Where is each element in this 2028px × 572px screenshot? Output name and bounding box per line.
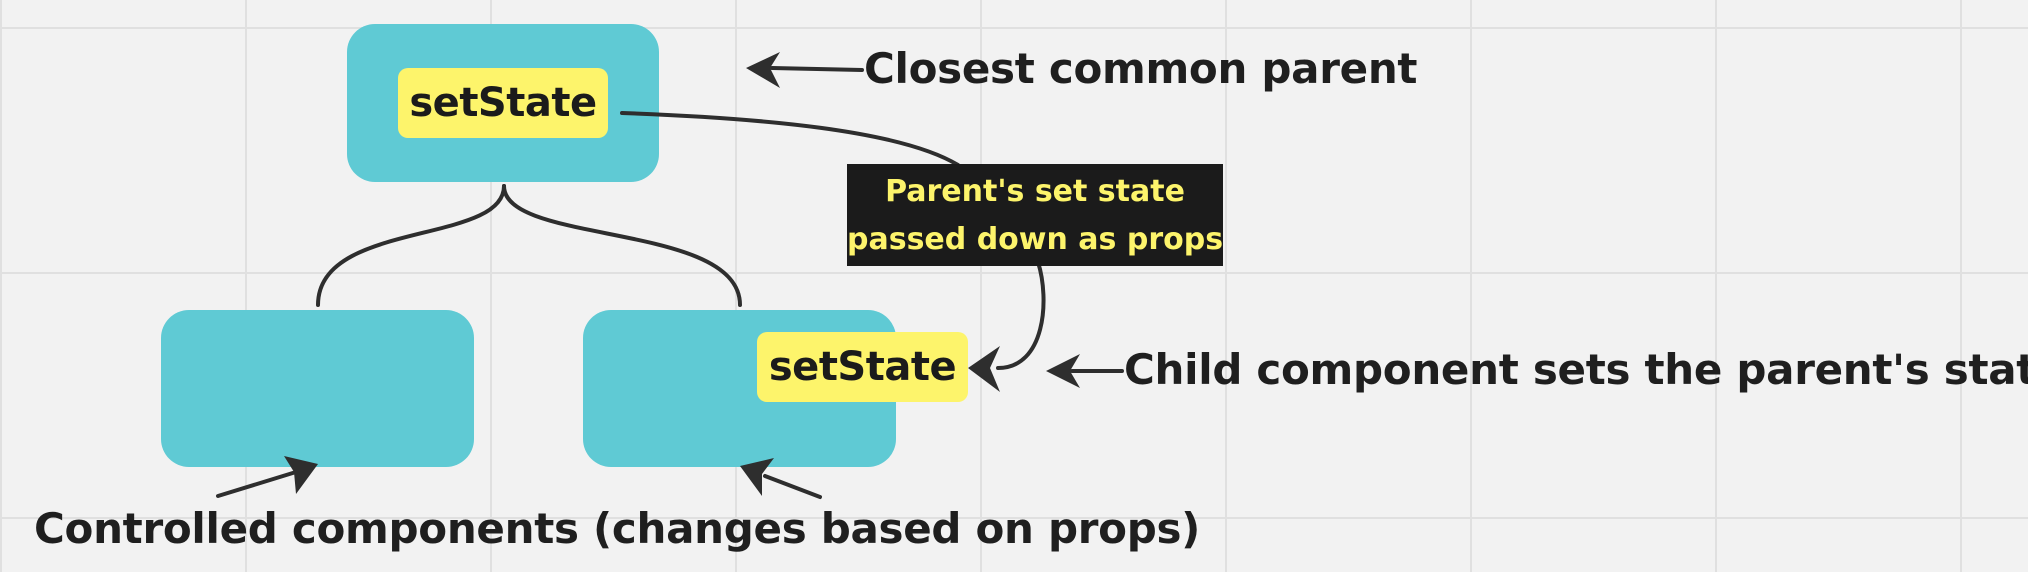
left-controlled-arrow-line (216, 470, 298, 498)
controlled-components-label: Controlled components (changes based on … (34, 504, 1201, 553)
child-sets-state-label: Child component sets the parent's state (1124, 345, 2028, 394)
parent-setstate-chip: setState (398, 68, 608, 138)
closest-parent-label: Closest common parent (864, 44, 1418, 93)
right-controlled-arrowhead (740, 458, 774, 496)
child-setstate-chip: setState (757, 332, 968, 402)
props-arrowhead (968, 346, 1000, 392)
child-sets-state-arrowhead (1046, 354, 1080, 388)
callout-line-1: Parent's set state (885, 174, 1185, 209)
setstate-passdown-line (620, 111, 960, 167)
right-controlled-arrow-line (763, 474, 822, 499)
closest-parent-arrow-line (770, 66, 864, 72)
branch-to-right-child (502, 184, 742, 307)
left-controlled-arrowhead (284, 456, 318, 494)
props-callout-box: Parent's set state passed down as props (847, 164, 1223, 266)
branch-to-left-child (316, 184, 506, 307)
closest-parent-arrowhead (746, 52, 780, 88)
callout-line-2: passed down as props (847, 222, 1224, 257)
left-child-component-node (161, 310, 474, 467)
props-to-child-line (996, 260, 1046, 370)
